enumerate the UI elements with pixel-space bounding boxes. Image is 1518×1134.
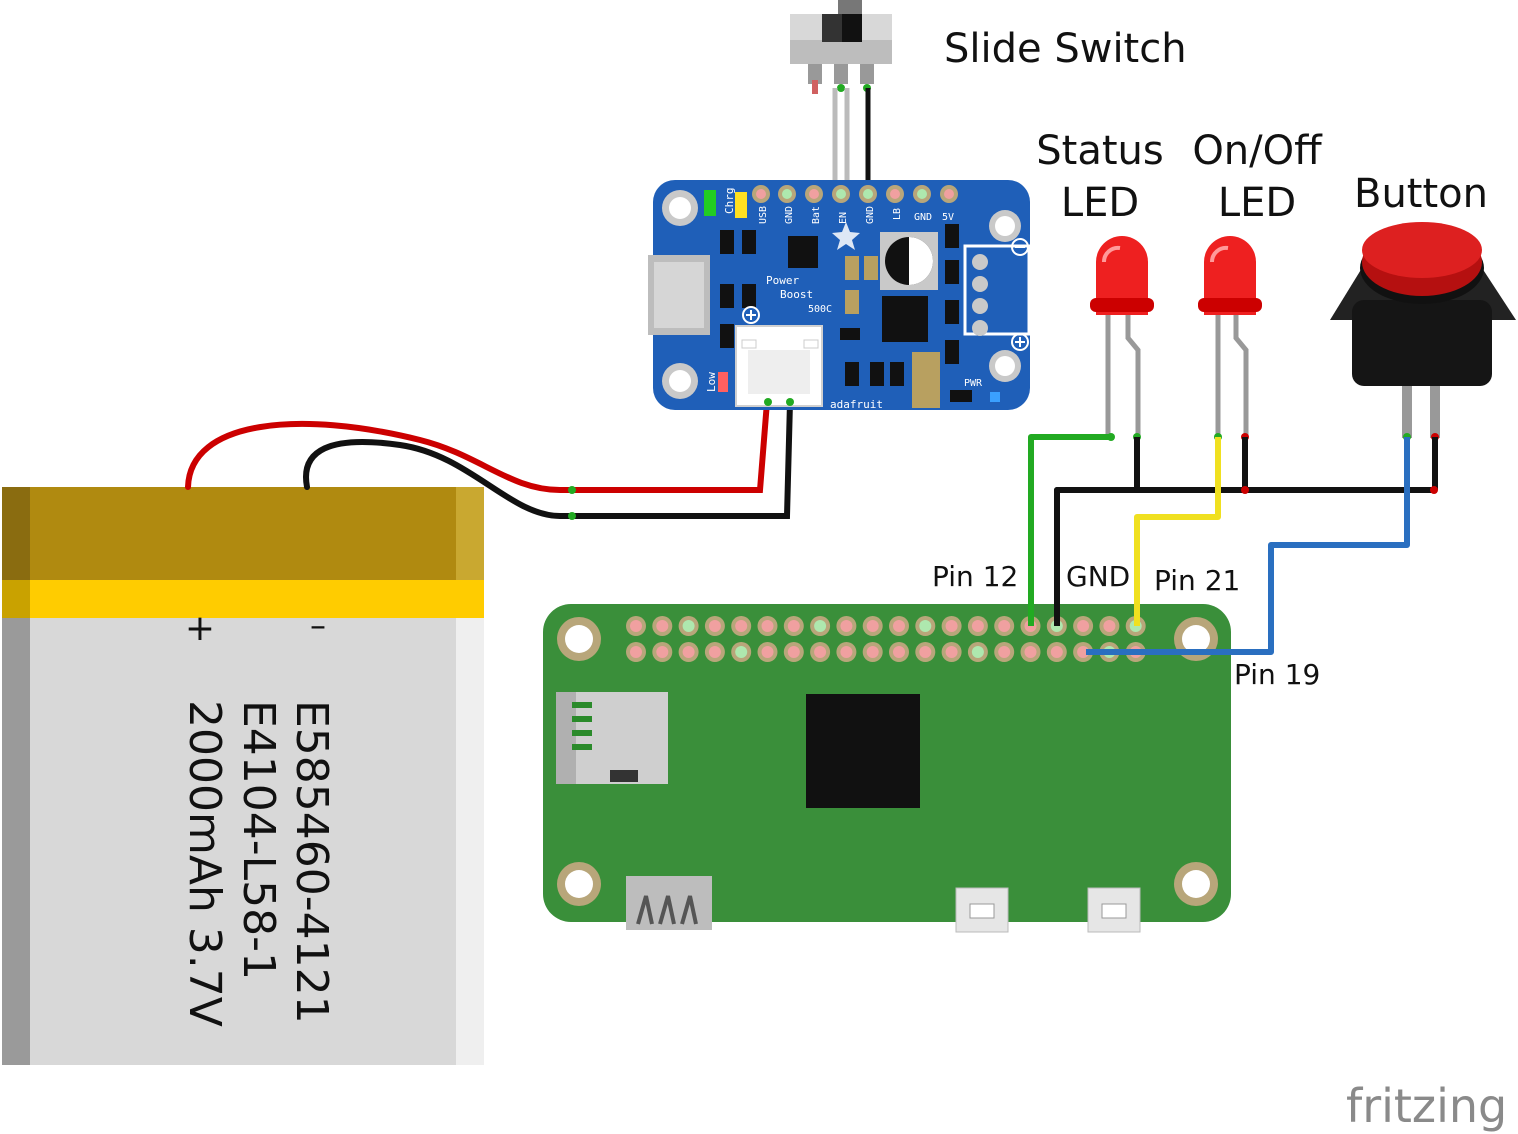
powerboost-pin-hole [836, 189, 846, 199]
jst-pins [764, 398, 794, 406]
powerboost-pin-label: GND [914, 212, 932, 223]
powerboost-pin-label: GND [865, 206, 876, 224]
gpio-pin-hole [971, 646, 984, 658]
battery-text-line2: E4104-L58-1 [233, 700, 284, 980]
battery-minus-label: – [310, 606, 326, 644]
pin12-label: Pin 12 [932, 560, 1018, 593]
gpio-pin-hole [682, 646, 695, 658]
gpio-pin-hole [787, 620, 800, 632]
slide-switch [790, 0, 892, 94]
gpio-pin-hole [814, 646, 827, 658]
button-label: Button [1354, 171, 1488, 217]
onoff-led-label-1: On/Off [1192, 128, 1323, 174]
gpio-pin-hole [866, 646, 879, 658]
powerboost-pin-hole [890, 189, 900, 199]
pi-wires [1028, 434, 1438, 655]
gpio-pin-hole [840, 646, 853, 658]
gpio-pin-hole [735, 646, 748, 658]
gpio-pin-hole [708, 646, 721, 658]
gpio-pin-hole [1077, 620, 1090, 632]
pb-brand: adafruit [830, 398, 883, 411]
slide-switch-label: Slide Switch [944, 26, 1187, 72]
powerboost-pin-label: 5V [942, 212, 954, 223]
gpio-pin-hole [893, 620, 905, 632]
onoff-led [1198, 236, 1262, 441]
gpio-pin-hole [945, 620, 958, 632]
gpio-pin-hole [919, 620, 932, 632]
gpio-pin-hole [840, 620, 853, 632]
powerboost-pin-label: LB [892, 208, 903, 220]
pb-chrg-label: Chrg [723, 188, 736, 215]
gpio-pin-hole [971, 620, 984, 632]
pb-title-1: Power [766, 274, 799, 287]
gpio-pin-hole [735, 620, 748, 632]
pb-title-2: Boost [780, 288, 813, 301]
status-led-label-2: LED [1061, 180, 1139, 226]
status-led-label-1: Status [1036, 128, 1163, 174]
status-led [1090, 236, 1154, 441]
gpio-pin-hole [630, 646, 642, 658]
gpio-pin-hole [866, 620, 879, 632]
powerboost-pin-label: GND [784, 206, 795, 224]
gpio-pin-hole [919, 646, 932, 658]
battery-text-line1: E585460-4121 [286, 700, 337, 1024]
pb-low-label: Low [705, 372, 718, 392]
lipo-battery: + – E585460-4121 E4104-L58-1 2000mAh 3.7… [2, 487, 484, 1065]
powerboost-pin-hole [756, 189, 766, 199]
powerboost-board [648, 180, 1031, 410]
gpio-pin-hole [814, 620, 827, 632]
gpio-pin-hole [1050, 646, 1063, 658]
powerboost-pin-hole [782, 189, 792, 199]
gpio-pin-hole [998, 646, 1011, 658]
raspberry-pi-zero [543, 604, 1231, 933]
gpio-pin-hole [893, 646, 905, 658]
gpio-pin-hole [1103, 620, 1116, 632]
gpio-pin-hole [761, 646, 774, 658]
pb-title-3: 500C [808, 304, 832, 315]
gpio-pin-hole [708, 620, 721, 632]
fritzing-watermark: fritzing [1346, 1079, 1507, 1133]
powerboost-pin-label: EN [838, 212, 849, 224]
battery-plus-label: + [185, 608, 215, 649]
powerboost-pin-hole [863, 189, 873, 199]
onoff-led-label-2: LED [1218, 180, 1296, 226]
gpio-pin-hole [761, 620, 774, 632]
gpio-pin-hole [656, 620, 669, 632]
powerboost-labels: Chrg Low Power Boost 500C adafruit PWR U… [705, 188, 983, 412]
powerboost-pin-hole [944, 189, 954, 199]
battery-wires [185, 399, 793, 520]
powerboost-pin-hole [809, 189, 819, 199]
pin21-label: Pin 21 [1154, 564, 1240, 597]
powerboost-pin-label: Bat [811, 206, 822, 224]
powerboost-pin-label: USB [758, 206, 769, 224]
gpio-pin-hole [682, 620, 695, 632]
gpio-pin-hole [998, 620, 1011, 632]
powerboost-pin-hole [917, 189, 927, 199]
battery-text-line3: 2000mAh 3.7V [179, 700, 230, 1027]
pb-pwr-label: PWR [964, 378, 983, 389]
push-button [1330, 222, 1516, 441]
gpio-pin-hole [630, 620, 642, 632]
gpio-pin-hole [1024, 646, 1037, 658]
gpio-pin-hole [656, 646, 669, 658]
gpio-pin-hole [787, 646, 800, 658]
gpio-pin-hole [945, 646, 958, 658]
pin19-label: Pin 19 [1234, 658, 1320, 691]
gnd-label: GND [1066, 560, 1130, 593]
switch-wires [832, 88, 871, 190]
